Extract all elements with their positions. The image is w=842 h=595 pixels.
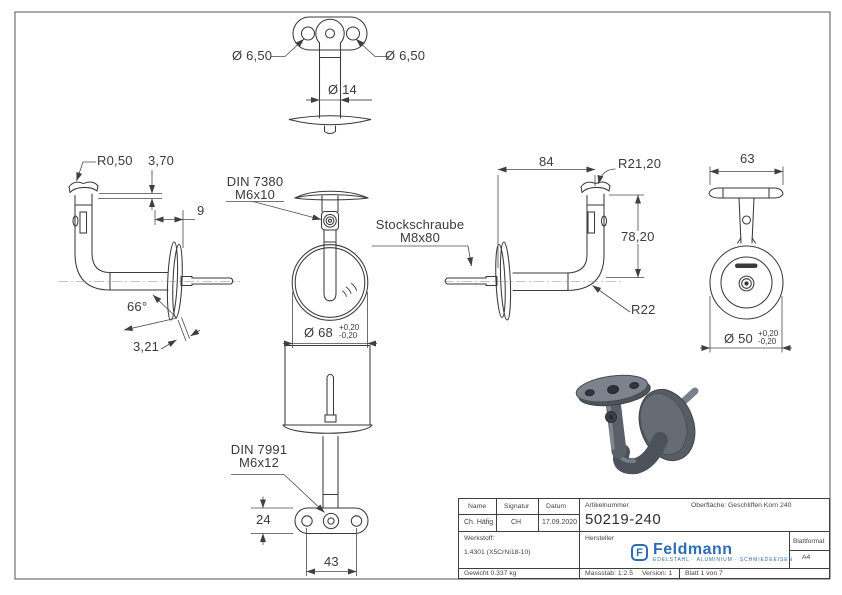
tb-datum-value: 17.09.2020 <box>542 519 578 526</box>
din-7991-line1: DIN 7991 <box>230 442 288 457</box>
dim-dia-50: Ø 50 <box>724 331 753 346</box>
stockschraube-line2: M8x80 <box>399 229 441 245</box>
tb-version: Version: 1 <box>642 570 673 577</box>
dim-r2120: R21,20 <box>618 156 662 171</box>
dim-370: 3,70 <box>148 153 175 168</box>
tb-line <box>496 499 497 531</box>
dim-66deg: 66° <box>127 299 148 314</box>
tb-blattformat-label: Blattformat <box>793 538 825 545</box>
tol68-minus: -0,20 <box>339 331 358 340</box>
tb-signatur-value: CH <box>511 519 522 526</box>
feldmann-logo-icon: F <box>631 544 648 561</box>
tb-oberflaeche: Oberfläche: Geschliffen Korn 240 <box>691 502 792 509</box>
dim-dia-14: Ø 14 <box>328 82 357 97</box>
dim-7820: 78,20 <box>620 229 656 244</box>
din-7991-line2: M6x12 <box>238 454 280 470</box>
tb-datum-label: Datum <box>546 503 567 510</box>
stockschraube-line1: Stockschraube <box>375 217 465 232</box>
view-right-side <box>444 181 611 321</box>
tb-blatt: Blatt 1 von 7 <box>685 570 723 577</box>
tb-werkstoff-value: 1.4301 (X5CrNi18-10) <box>464 549 531 556</box>
tb-signatur-label: Signatur <box>504 503 530 510</box>
tb-massstab: Massstab: 1:2.5 <box>585 570 633 577</box>
dim-r22: R22 <box>631 302 656 317</box>
tol50-minus: -0,20 <box>758 337 777 346</box>
tb-artikelnummer-label: Artikelnummer <box>585 502 629 509</box>
label-din-7380: DIN 7380 M6x10 <box>224 174 286 202</box>
dim-dia-50-tolerance: +0,20 -0,20 <box>758 330 778 346</box>
view-top <box>288 16 372 135</box>
tol50-plus: +0,20 <box>758 329 779 338</box>
feldmann-logo-tagline: EDELSTAHL · ALUMINIUM · SCHMIEDEEISEN <box>653 557 793 563</box>
tb-blattformat-value: A4 <box>802 554 811 561</box>
label-din-7991: DIN 7991 M6x12 <box>228 442 290 470</box>
tb-hersteller-label: Hersteller <box>585 535 615 542</box>
dim-24: 24 <box>256 512 271 527</box>
feldmann-logo-text: Feldmann <box>653 541 733 558</box>
tb-line <box>459 531 829 532</box>
din-7380-line1: DIN 7380 <box>226 174 284 189</box>
tb-werkstoff-label: Werkstoff: <box>464 535 495 542</box>
dim-dia-650-left: Ø 6,50 <box>232 48 273 63</box>
tb-name-label: Name <box>468 503 487 510</box>
view-wallplate <box>708 187 784 320</box>
tb-line <box>459 568 829 569</box>
dimension-lines <box>76 38 792 576</box>
view-bottom <box>282 344 373 535</box>
dim-43: 43 <box>324 554 339 569</box>
dim-9: 9 <box>197 203 205 218</box>
din-7380-line2: M6x10 <box>234 186 276 202</box>
feldmann-logo: F Feldmann EDELSTAHL · ALUMINIUM · SCHMI… <box>631 542 793 563</box>
tb-gewicht: Gewicht 0.337 kg <box>464 570 517 577</box>
dim-dia-68: Ø 68 <box>304 325 333 340</box>
tb-line <box>789 550 829 551</box>
tb-name-value: Ch. Häfig <box>464 519 494 526</box>
title-block: Name Signatur Datum Ch. Häfig CH 17.09.2… <box>458 498 830 579</box>
tb-artikelnummer-value: 50219-240 <box>585 511 662 528</box>
render-3d <box>575 374 699 475</box>
label-stockschraube: Stockschraube M8x80 <box>371 217 469 245</box>
sheet-frame <box>14 11 831 580</box>
tb-line <box>538 499 539 531</box>
tb-line <box>789 531 790 568</box>
dim-63: 63 <box>740 151 755 166</box>
view-left-side <box>68 181 234 321</box>
tb-line <box>679 568 680 578</box>
tol68-plus: +0,20 <box>339 323 360 332</box>
dim-321: 3,21 <box>133 339 160 354</box>
dim-r050: R0,50 <box>97 153 133 168</box>
tb-line <box>459 514 579 515</box>
dim-dia-68-tolerance: +0,20 -0,20 <box>339 324 359 340</box>
dim-dia-650-right: Ø 6,50 <box>385 48 426 63</box>
tb-line <box>579 499 580 578</box>
dim-84: 84 <box>539 154 554 169</box>
view-front <box>291 190 369 321</box>
